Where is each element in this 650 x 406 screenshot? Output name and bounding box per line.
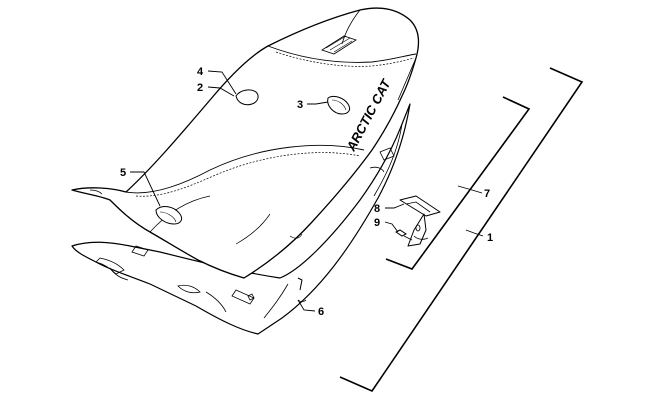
handle-pad-5: [155, 206, 183, 225]
pin-part-9: [395, 229, 413, 241]
handle-pad-4: [235, 89, 259, 106]
handle-pad-3: [327, 95, 351, 115]
latch-bracket-part-8: [399, 195, 441, 247]
seat-logo-badge: [321, 35, 357, 55]
bracket-1: [339, 67, 584, 392]
callout-6: 6: [318, 306, 324, 318]
callout-8: 8: [374, 203, 380, 215]
callout-3: 3: [297, 99, 303, 111]
callout-5: 5: [120, 167, 126, 179]
seat-cushion: [71, 7, 420, 279]
seat-base: [71, 103, 411, 335]
callout-2: 2: [197, 82, 203, 94]
callout-9: 9: [374, 217, 380, 229]
leader-lines: [130, 70, 484, 312]
callout-labels: 1 2 3 4 5 6 7 8 9: [120, 66, 493, 318]
callout-1: 1: [487, 232, 493, 244]
bracket-7: [385, 96, 531, 270]
callout-7: 7: [484, 188, 490, 200]
callout-4: 4: [197, 66, 204, 78]
